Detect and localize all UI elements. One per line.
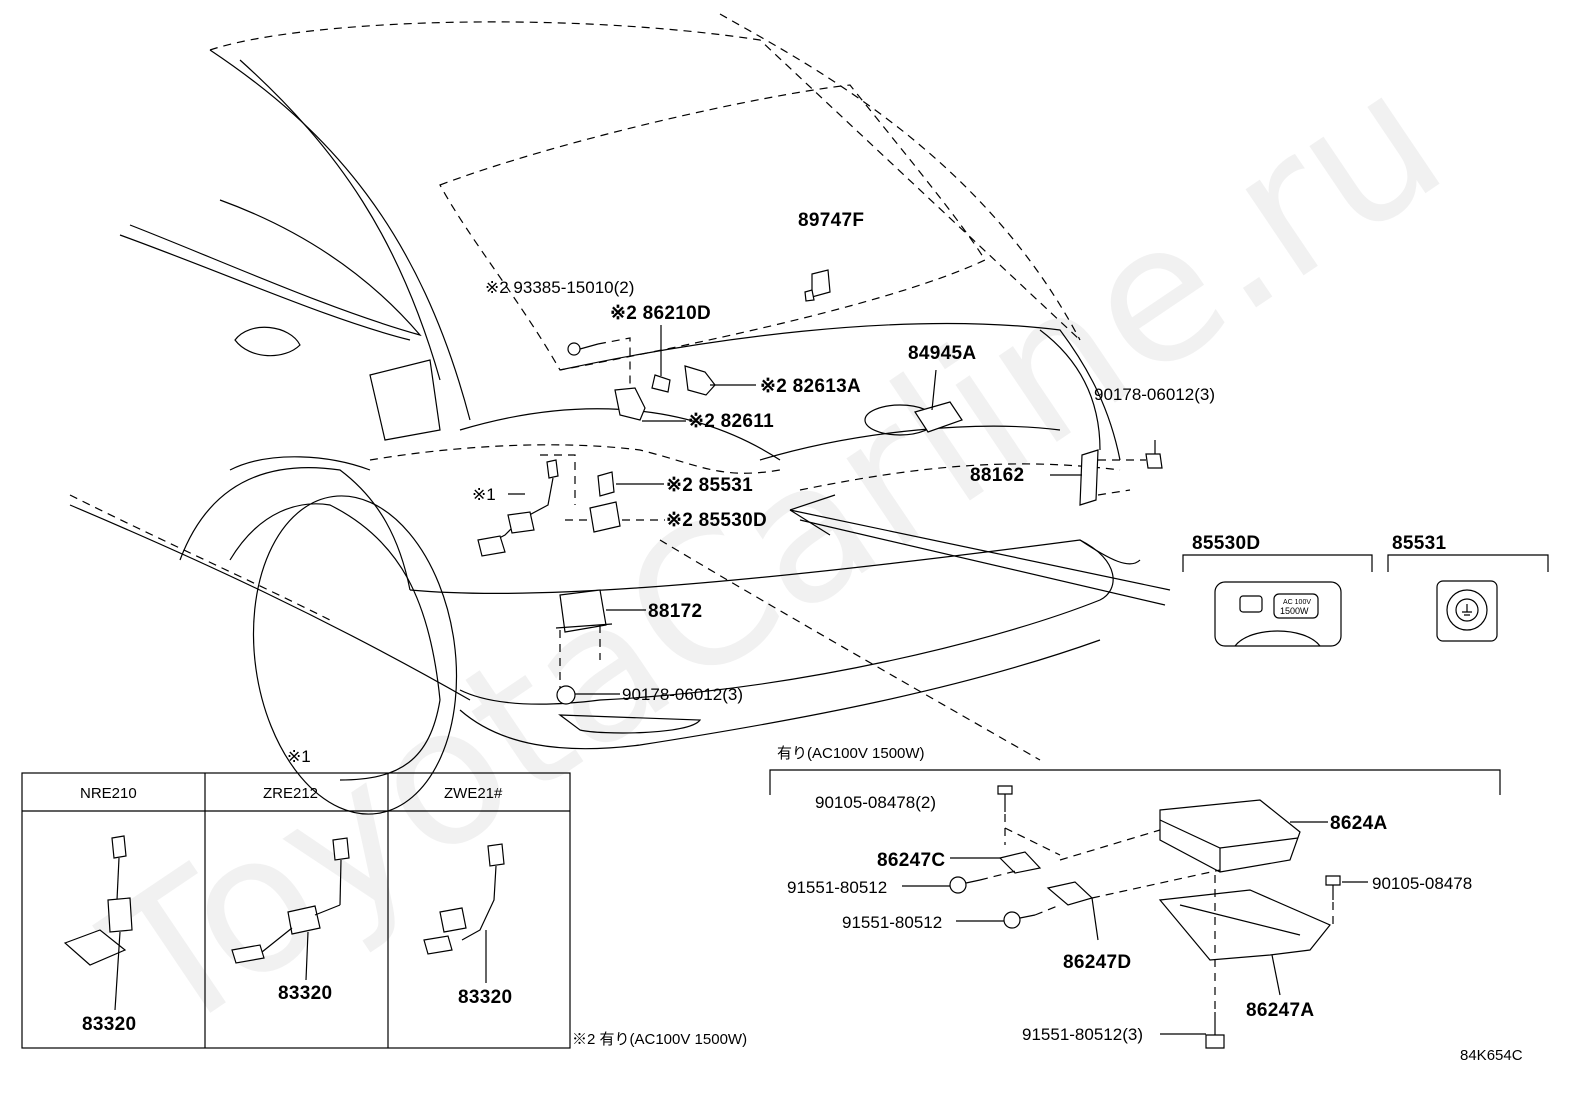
label-90105: 90105-08478	[1372, 874, 1472, 893]
bracket-88162	[1079, 449, 1146, 506]
bolt-90105	[1325, 875, 1341, 900]
label-91551-a: 91551-80512	[787, 878, 887, 897]
label-91551-b: 91551-80512	[842, 913, 942, 932]
variant-part-zwe21: 83320	[458, 987, 512, 1008]
variant-part-zre212: 83320	[278, 983, 332, 1004]
callout-86210D: ※2 86210D	[610, 303, 711, 324]
harness-zwe21	[423, 843, 505, 983]
bolt-93385	[567, 337, 631, 399]
harness-nre210	[63, 835, 133, 1011]
leader-lines	[508, 384, 1082, 695]
bracket-86210D	[651, 325, 671, 393]
callout-93385: ※2 93385-15010(2)	[485, 278, 634, 297]
bolt-90105-2	[997, 785, 1013, 812]
detail-title-85531: 85531	[1392, 533, 1446, 554]
option-group-title: 有り(AC100V 1500W)	[777, 745, 925, 762]
label-86247C: 86247C	[877, 850, 945, 871]
bolt-91551-b	[1003, 911, 1036, 929]
label-90105-2: 90105-08478(2)	[815, 793, 936, 812]
clip-90178-top	[1145, 440, 1163, 469]
label-8624A: 8624A	[1330, 813, 1388, 834]
callout-84945A: 84945A	[908, 343, 976, 364]
variant-header-nre210: NRE210	[80, 785, 137, 802]
detail-panel-85531: 85531	[1387, 533, 1549, 642]
callout-89747F: 89747F	[798, 210, 864, 231]
callout-90178-bottom: 90178-06012(3)	[622, 685, 743, 704]
lamp-84945A	[914, 369, 963, 433]
bolt-91551-3	[1205, 1012, 1225, 1049]
variant-header-zwe21: ZWE21#	[444, 785, 503, 802]
label-91551-3: 91551-80512(3)	[1022, 1025, 1143, 1044]
callout-note1: ※1	[472, 485, 496, 504]
variant-header-zre212: ZRE212	[263, 785, 318, 802]
socket-85530D	[589, 501, 621, 533]
inverter-8624A	[1159, 799, 1301, 873]
socket-85531	[597, 471, 615, 497]
detail-panel-85530D: 85530D AC 100V 1500W	[1182, 533, 1373, 647]
variant-table: ※1 NRE210 ZRE212 ZWE21# 83320 83320	[21, 747, 571, 1049]
bracket-86247D	[1046, 881, 1099, 941]
callout-82613A: ※2 82613A	[760, 376, 861, 397]
option-group: 有り(AC100V 1500W)	[769, 745, 1501, 1049]
footnote: ※2 有り(AC100V 1500W)	[572, 1031, 747, 1048]
label-86247D: 86247D	[1063, 952, 1131, 973]
callout-90178-top: 90178-06012(3)	[1094, 385, 1215, 404]
variant-part-nre210: 83320	[82, 1014, 136, 1035]
callouts: 89747F ※2 93385-15010(2) ※2 86210D ※2 82…	[472, 210, 1215, 704]
callout-82611: ※2 82611	[688, 411, 774, 432]
diagram-code: 84K654C	[1460, 1047, 1523, 1064]
bolt-91551-a	[949, 876, 981, 894]
detail-ac-label: AC 100V	[1283, 599, 1311, 606]
detail-w-label: 1500W	[1280, 606, 1309, 616]
module-88172	[555, 589, 613, 690]
component-89747F	[804, 269, 831, 302]
bracket-82611	[614, 387, 646, 421]
variant-table-marker: ※1	[287, 747, 311, 766]
clip-90178-bottom	[556, 685, 576, 705]
bracket-86247C	[998, 851, 1042, 874]
callout-85531: ※2 85531	[666, 475, 753, 496]
bracket-82613A	[684, 365, 716, 396]
label-86247A: 86247A	[1246, 1000, 1314, 1021]
callout-85530D: ※2 85530D	[666, 510, 767, 531]
callout-88172: 88172	[648, 601, 702, 622]
detail-title-85530D: 85530D	[1192, 533, 1260, 554]
cover-86247A	[1158, 889, 1331, 996]
harness-zre212	[231, 837, 350, 981]
harness-83320	[477, 459, 559, 557]
vehicle-outline	[69, 13, 1171, 815]
callout-88162: 88162	[970, 465, 1024, 486]
